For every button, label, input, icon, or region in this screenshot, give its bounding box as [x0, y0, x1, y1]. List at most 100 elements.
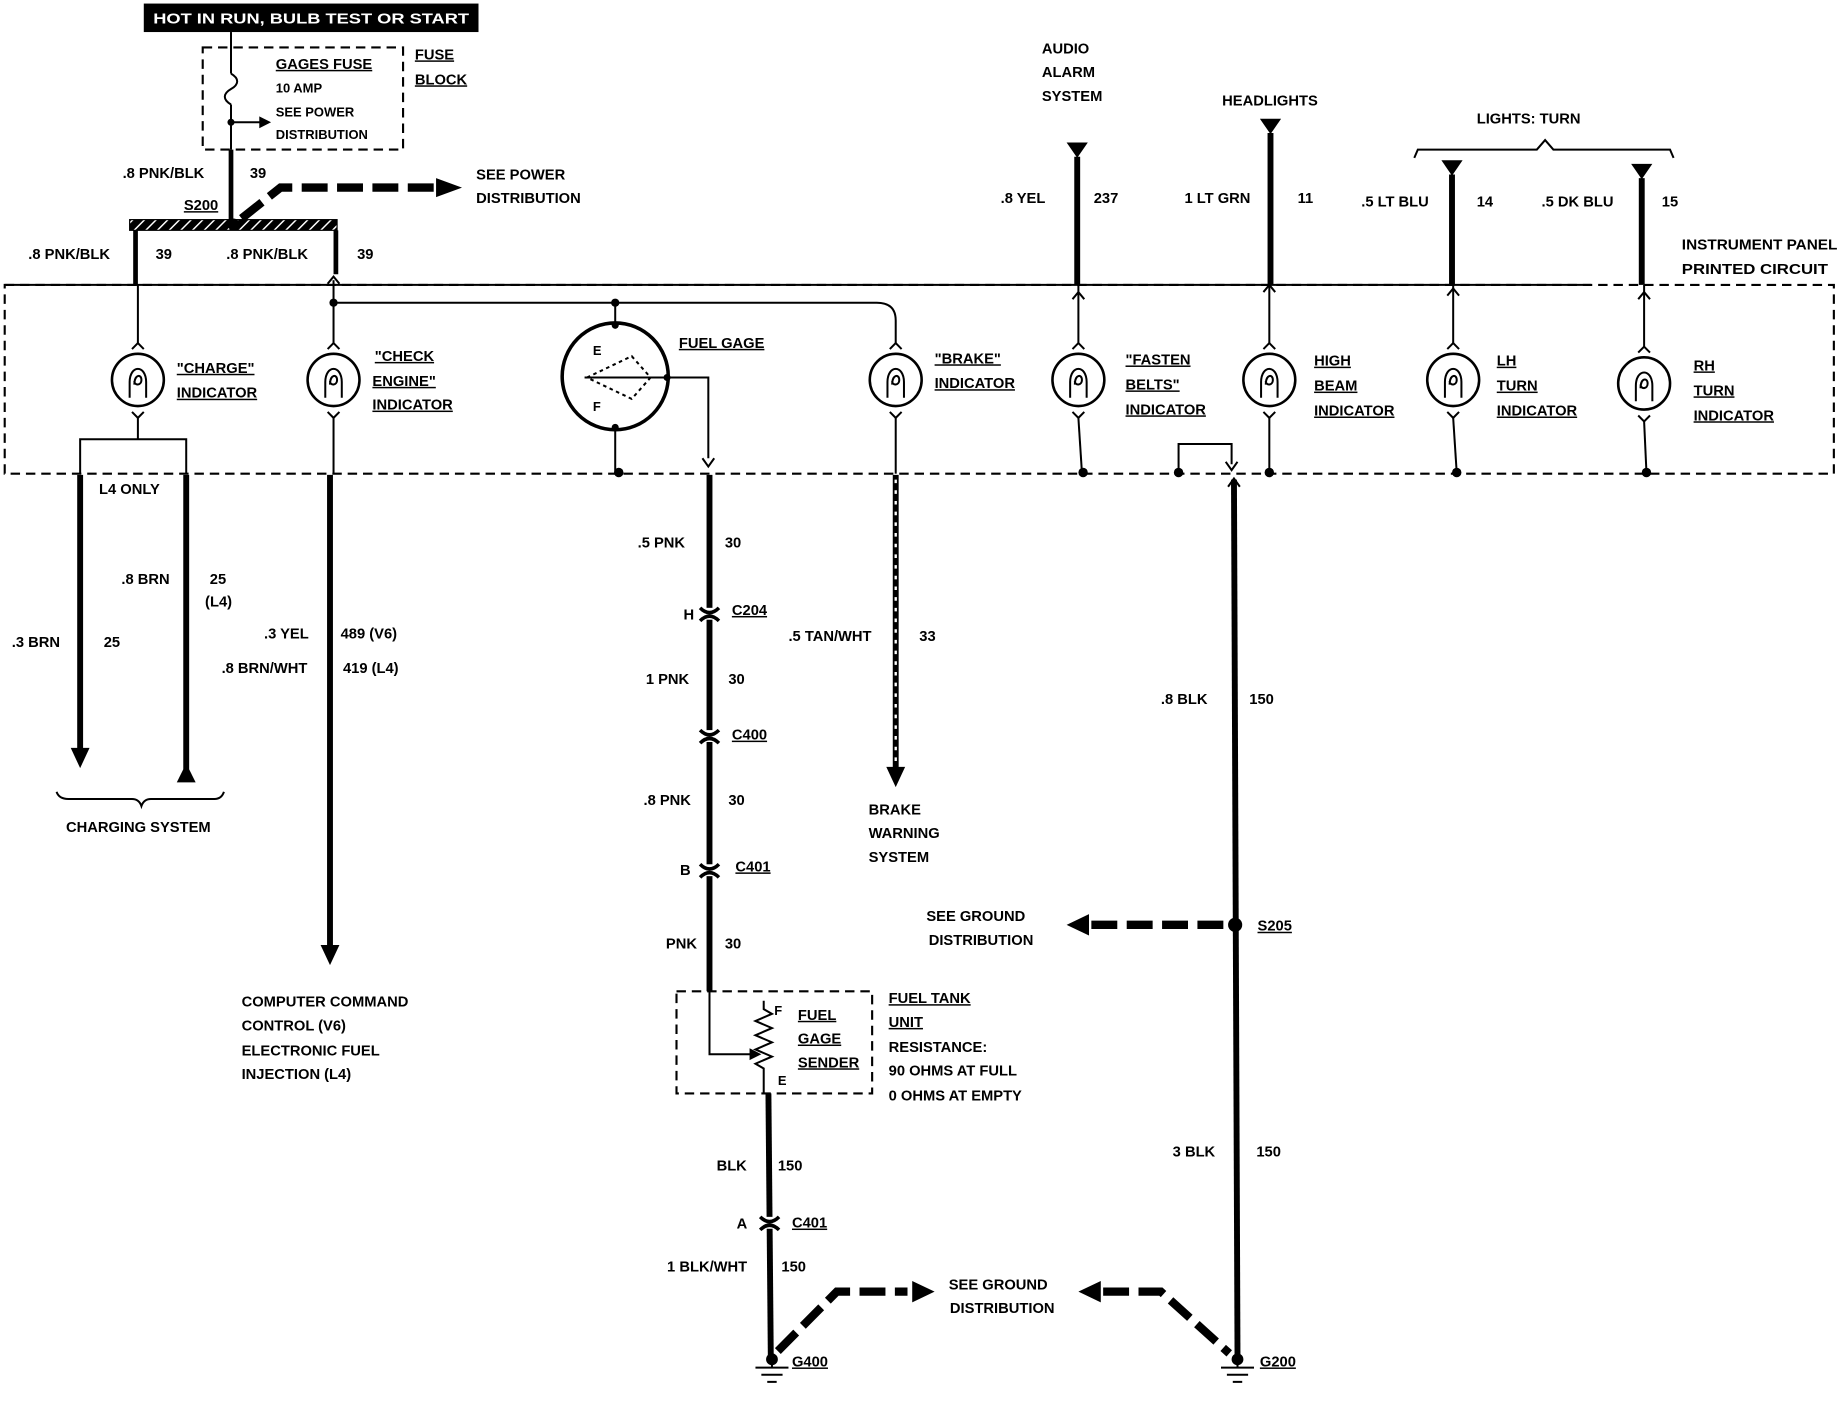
lh-turn-indicator-line1: LH	[1497, 354, 1517, 370]
fuse-block-label-line1: FUSE	[415, 47, 454, 63]
lh-turn-wire-label: .5 LT BLU	[1361, 195, 1429, 211]
fasten-belts-output-trace	[1077, 417, 1083, 473]
sender-label-line1: FUEL	[798, 1008, 836, 1024]
high-beam-output-dot	[1264, 467, 1275, 478]
audio-alarm-wire-label: .8 YEL	[1001, 191, 1046, 207]
l4-only-label: L4 ONLY	[99, 482, 160, 498]
check-engine-indicator-bulb-icon	[306, 341, 361, 420]
g400-ground-link	[774, 1287, 908, 1354]
ccc-destination-line1: COMPUTER COMMAND	[242, 995, 409, 1011]
charging-wire-b-arrow-icon	[70, 747, 90, 769]
lh-turn-indicator-line3: INDICATOR	[1497, 403, 1578, 419]
audio-alarm-line1: AUDIO	[1042, 41, 1089, 57]
fuel-seg3-wire-label: .8 PNK	[644, 793, 692, 809]
charging-circuit-a-label: 25	[210, 572, 226, 588]
brake-output-arrow-icon	[886, 766, 906, 788]
high-beam-indicator-bulb-icon	[1242, 341, 1297, 420]
brake-circuit-label: 33	[919, 629, 935, 645]
lh-turn-output-dot	[1452, 467, 1462, 478]
rh-turn-indicator-bulb-icon	[1616, 345, 1672, 423]
sender-full-mark: F	[774, 1003, 782, 1018]
fuse-see-line2: DISTRIBUTION	[276, 127, 368, 142]
headlights-arrow-icon	[1259, 118, 1282, 135]
fuel-seg4-wire-label: PNK	[666, 937, 697, 953]
check-engine-indicator-line2: ENGINE"	[372, 374, 435, 390]
c204-pin-label: H	[684, 608, 695, 624]
headlights-wire-label: 1 LT GRN	[1184, 191, 1250, 207]
charging-wire-b-label: .3 BRN	[12, 635, 60, 651]
fuel-gage-icon	[560, 321, 671, 432]
brake-wire-label: .5 TAN/WHT	[788, 629, 871, 645]
s205-label: S205	[1258, 919, 1292, 935]
ground-see-line1: SEE GROUND	[949, 1277, 1048, 1293]
fuse-element-icon	[223, 72, 239, 106]
sender-ground-wire2-label: 1 BLK/WHT	[667, 1259, 747, 1275]
charge-indicator-line2: INDICATOR	[177, 386, 258, 402]
g200-ground-icon	[1221, 1366, 1254, 1383]
rh-turn-wire-label: .5 DK BLU	[1542, 195, 1614, 211]
turn-lights-brace	[1413, 138, 1675, 159]
g200-ground-arrow-icon	[1078, 1280, 1101, 1303]
g400-ground-arrow-icon	[912, 1280, 935, 1303]
s205-see-line2: DISTRIBUTION	[929, 933, 1034, 949]
headlights-label: HEADLIGHTS	[1222, 94, 1318, 110]
feed-right-circuit-label: 39	[357, 247, 373, 263]
fuse-see-line1: SEE POWER	[276, 104, 355, 119]
sender-wiper-trace	[708, 991, 752, 1056]
fuel-seg4-circuit-label: 30	[725, 937, 741, 953]
panel-ground-dot	[1173, 467, 1184, 478]
c401a-pin-label: A	[737, 1217, 748, 1233]
brake-indicator-line1: "BRAKE"	[935, 351, 1001, 367]
c401a-connector-top	[758, 1215, 781, 1224]
c400-label: C400	[732, 728, 767, 744]
ccc-destination-line2: CONTROL (V6)	[242, 1018, 346, 1034]
c401b-connector-bottom	[698, 870, 721, 879]
fuel-seg2-wire-label: 1 PNK	[646, 672, 690, 688]
high-beam-pin-icon	[1262, 283, 1276, 293]
panel-ground-wire	[1231, 479, 1241, 1356]
lh-turn-circuit-label: 14	[1477, 195, 1494, 211]
fuse-block-outline	[201, 46, 405, 151]
instrument-panel-outline	[3, 283, 1835, 475]
panel-ground-arrow-icon	[1224, 461, 1239, 472]
brake-destination-line3: SYSTEM	[869, 850, 929, 866]
feed-see-line2: DISTRIBUTION	[476, 191, 581, 207]
turn-lights-label: LIGHTS: TURN	[1477, 111, 1581, 127]
fuel-gage-label: FUEL GAGE	[679, 336, 765, 352]
fuel-gage-top-terminal	[611, 321, 619, 329]
g200-ground-link	[1103, 1287, 1233, 1357]
c401a-label: C401	[792, 1216, 827, 1232]
fuel-gage-full-mark: F	[593, 399, 601, 414]
fuse-tap-arrow-icon	[259, 116, 272, 129]
sender-ground-wire1-label: BLK	[717, 1159, 748, 1175]
check-engine-indicator-line3: INDICATOR	[372, 398, 453, 414]
feed-circuit-label: 39	[250, 166, 266, 182]
check-engine-output-arrow-icon	[320, 944, 340, 966]
feed-see-line1: SEE POWER	[476, 167, 565, 183]
panel-bus-trace	[333, 301, 897, 344]
rh-turn-output-trace	[1643, 421, 1648, 473]
c401b-pin-label: B	[680, 863, 691, 879]
feed-wire-label: .8 PNK/BLK	[123, 166, 205, 182]
sender-wiper-arrow-icon	[749, 1048, 762, 1061]
sender-ground-circuit2-label: 150	[781, 1259, 806, 1275]
lh-turn-indicator-bulb-icon	[1425, 341, 1481, 420]
fuel-gage-sender-trace	[667, 376, 710, 459]
sender-resistor-icon	[752, 1000, 775, 1094]
headlights-circuit-label: 11	[1298, 191, 1314, 207]
panel-label-line2: PRINTED CIRCUIT	[1682, 262, 1828, 278]
c204-connector-bottom	[698, 614, 721, 623]
tank-unit-line5: 0 OHMS AT EMPTY	[889, 1088, 1022, 1104]
tank-unit-line4: 90 OHMS AT FULL	[889, 1064, 1017, 1080]
ccc-destination-line3: ELECTRONIC FUEL	[242, 1043, 380, 1059]
fuel-seg2-circuit-label: 30	[728, 672, 744, 688]
charging-circuit-b-label: 25	[104, 635, 120, 651]
audio-alarm-line2: ALARM	[1042, 65, 1095, 81]
audio-alarm-arrow-icon	[1066, 142, 1088, 158]
lh-turn-output-trace	[1452, 417, 1458, 473]
c401b-connector-top	[698, 862, 721, 871]
fuel-gage-bottom-terminal	[611, 423, 619, 431]
charging-wire-a-arrow-icon	[176, 763, 196, 783]
fuel-gage-empty-mark: E	[593, 343, 602, 358]
